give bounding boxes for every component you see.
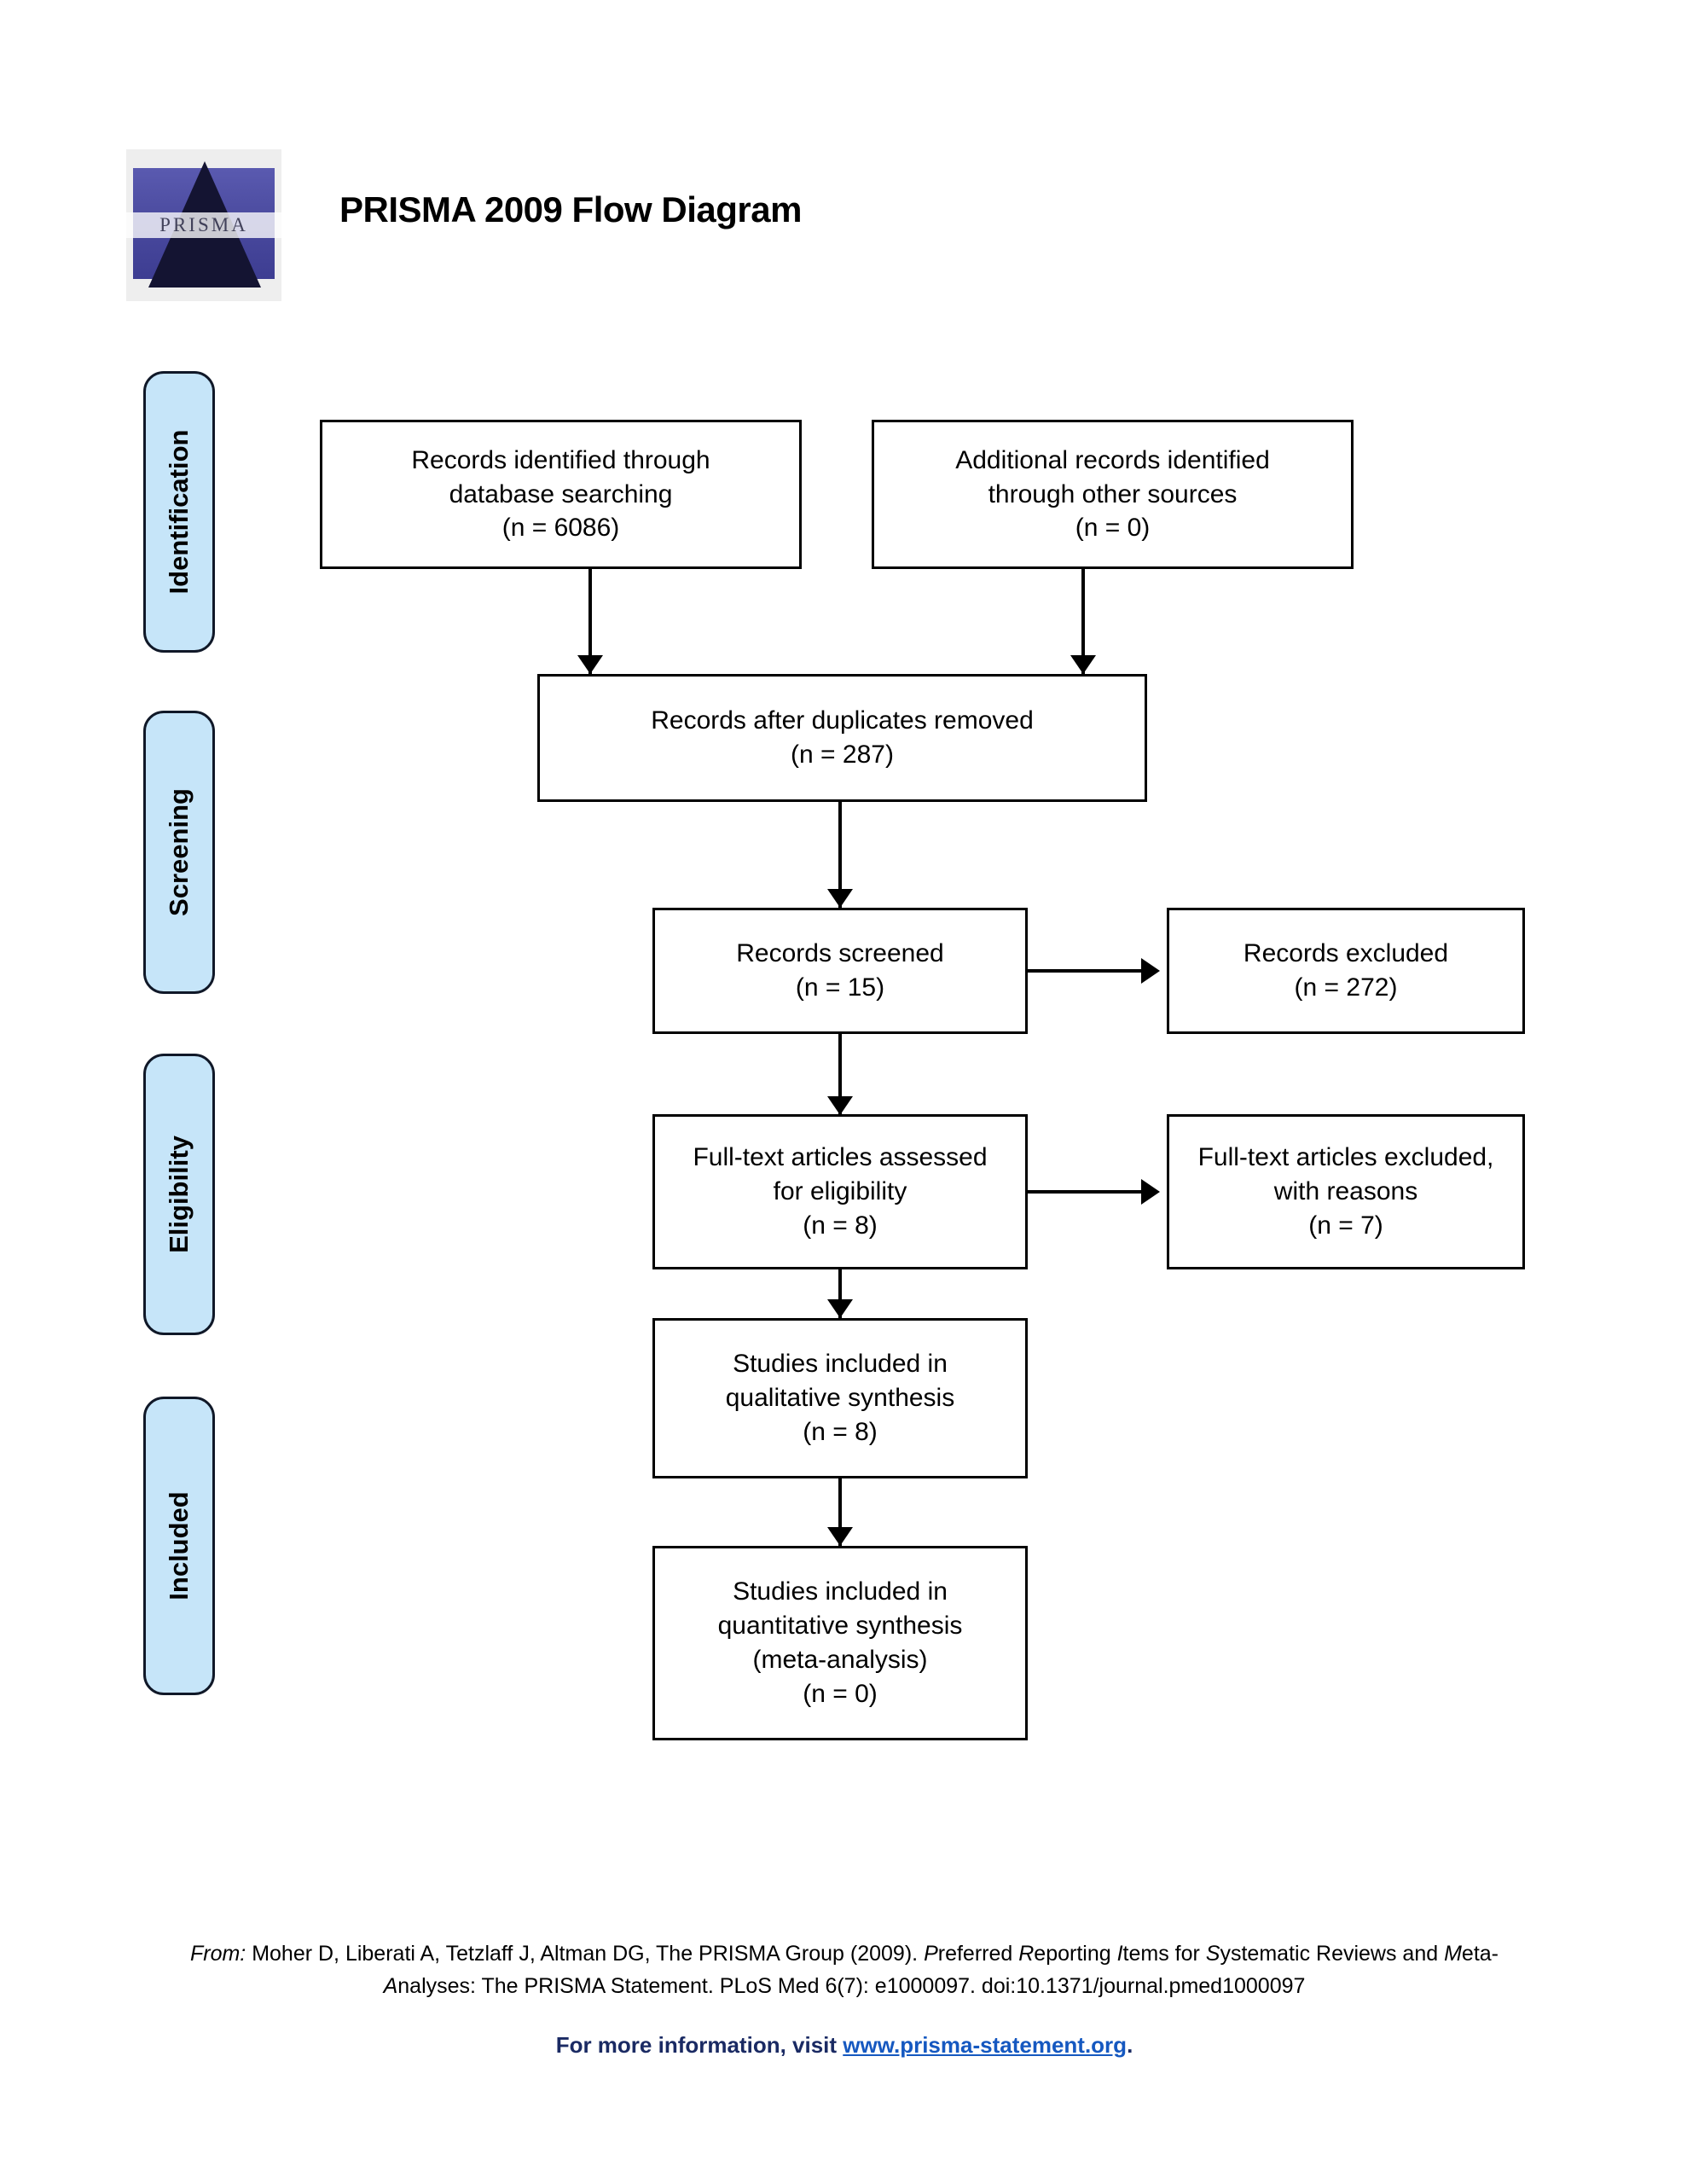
connector-duplicates-to-screened	[838, 802, 842, 909]
arrow-fulltext-to-excluded	[1141, 1179, 1160, 1205]
box-records-screened: Records screened (n = 15)	[652, 908, 1028, 1034]
box-additional-records-other-sources-text: Additional records identified through ot…	[945, 444, 1280, 546]
citation-italic-r: R	[1018, 1942, 1035, 1966]
citation-plain-1: referred	[937, 1942, 1019, 1966]
stage-pill-screening: Screening	[143, 711, 215, 994]
box-qualitative-synthesis-text: Studies included in qualitative synthesi…	[716, 1347, 965, 1449]
box-records-identified-database-text: Records identified through database sear…	[401, 444, 720, 546]
citation-authors: Moher D, Liberati A, Tetzlaff J, Altman …	[246, 1942, 925, 1966]
box-records-screened-text: Records screened (n = 15)	[726, 937, 954, 1005]
more-info-prefix: For more information, visit	[555, 2032, 844, 2058]
box-records-identified-database: Records identified through database sear…	[320, 420, 802, 569]
box-records-excluded-text: Records excluded (n = 272)	[1233, 937, 1458, 1005]
box-records-after-duplicates-removed-text: Records after duplicates removed (n = 28…	[641, 704, 1044, 772]
box-fulltext-excluded: Full-text articles excluded, with reason…	[1167, 1114, 1525, 1269]
box-line: (meta-analysis)	[752, 1646, 928, 1674]
prisma-logo: PRISMA	[126, 149, 281, 301]
box-line-count: (n = 0)	[1075, 514, 1151, 543]
arrow-screened-to-fulltext	[827, 1096, 853, 1115]
box-line: qualitative synthesis	[725, 1384, 955, 1413]
arrow-screened-to-excluded	[1141, 958, 1160, 984]
stage-pill-eligibility: Eligibility	[143, 1054, 215, 1335]
box-line: Records screened	[736, 939, 944, 968]
box-line-count: (n = 15)	[795, 973, 885, 1002]
citation-italic-s: S	[1205, 1942, 1220, 1966]
arrow-qualitative-to-quantitative	[827, 1527, 853, 1546]
citation-italic-a: A	[383, 1973, 398, 1998]
box-line-count: (n = 6086)	[501, 514, 620, 543]
box-line: Records excluded	[1243, 939, 1449, 968]
prisma-statement-link[interactable]: www.prisma-statement.org	[843, 2032, 1128, 2058]
box-qualitative-synthesis: Studies included in qualitative synthesi…	[652, 1318, 1028, 1478]
arrow-db-to-duplicates	[577, 655, 603, 674]
citation-italic-i: I	[1116, 1942, 1123, 1966]
citation-plain-5: eta-	[1461, 1942, 1499, 1966]
box-line-count: (n = 287)	[791, 741, 894, 769]
connector-other-to-duplicates	[1081, 569, 1085, 675]
box-line-count: (n = 272)	[1294, 973, 1398, 1002]
box-line: Records identified through	[411, 445, 710, 474]
box-line-count: (n = 0)	[803, 1679, 878, 1708]
box-line: Records after duplicates removed	[651, 706, 1034, 735]
more-info-suffix: .	[1127, 2032, 1133, 2058]
box-line: Additional records identified	[955, 445, 1270, 474]
box-line-count: (n = 8)	[803, 1417, 878, 1446]
connector-screened-to-fulltext	[838, 1034, 842, 1115]
connector-screened-to-excluded	[1028, 969, 1143, 973]
arrow-duplicates-to-screened	[827, 889, 853, 908]
box-quantitative-synthesis: Studies included in quantitative synthes…	[652, 1546, 1028, 1740]
box-fulltext-excluded-text: Full-text articles excluded, with reason…	[1188, 1141, 1504, 1243]
box-line: Studies included in	[733, 1577, 948, 1606]
connector-fulltext-to-qualitative	[838, 1269, 842, 1319]
box-line: Full-text articles excluded,	[1197, 1143, 1494, 1172]
box-line: Full-text articles assessed	[693, 1143, 988, 1172]
box-records-excluded: Records excluded (n = 272)	[1167, 908, 1525, 1034]
citation-plain-2: eporting	[1034, 1942, 1117, 1966]
logo-wordmark-text: PRISMA	[159, 214, 248, 235]
box-fulltext-assessed: Full-text articles assessed for eligibil…	[652, 1114, 1028, 1269]
box-line: database searching	[449, 479, 673, 508]
citation-text: From: Moher D, Liberati A, Tetzlaff J, A…	[145, 1938, 1544, 2002]
logo-wordmark: PRISMA	[126, 212, 281, 238]
stage-label-eligibility: Eligibility	[164, 1136, 194, 1253]
stage-label-screening: Screening	[164, 788, 194, 916]
box-line: through other sources	[988, 479, 1238, 508]
box-line-count: (n = 8)	[803, 1211, 878, 1240]
connector-db-to-duplicates	[588, 569, 592, 675]
arrow-other-to-duplicates	[1070, 655, 1096, 674]
stage-label-identification: Identification	[164, 429, 194, 595]
box-line: Studies included in	[733, 1350, 948, 1379]
arrow-fulltext-to-qualitative	[827, 1299, 853, 1318]
citation-plain-4: ystematic Reviews and	[1220, 1942, 1445, 1966]
citation-plain-3: tems for	[1122, 1942, 1206, 1966]
box-line: quantitative synthesis	[717, 1612, 963, 1641]
stage-pill-identification: Identification	[143, 371, 215, 653]
box-line: with reasons	[1273, 1177, 1418, 1206]
stage-label-included: Included	[164, 1491, 194, 1600]
connector-qualitative-to-quantitative	[838, 1478, 842, 1547]
box-fulltext-assessed-text: Full-text articles assessed for eligibil…	[682, 1141, 997, 1243]
box-line: for eligibility	[773, 1177, 907, 1206]
citation-plain-6: nalyses: The PRISMA Statement. PLoS Med …	[397, 1973, 1306, 1998]
box-line-count: (n = 7)	[1308, 1211, 1383, 1240]
citation-italic-m: M	[1444, 1942, 1462, 1966]
more-information-line: For more information, visit www.prisma-s…	[145, 2032, 1544, 2059]
box-records-after-duplicates-removed: Records after duplicates removed (n = 28…	[537, 674, 1147, 802]
box-quantitative-synthesis-text: Studies included in quantitative synthes…	[708, 1575, 973, 1711]
stage-pill-included: Included	[143, 1397, 215, 1695]
page-title: PRISMA 2009 Flow Diagram	[339, 189, 802, 229]
citation-from-label: From:	[189, 1942, 246, 1966]
connector-fulltext-to-excluded	[1028, 1190, 1143, 1194]
box-additional-records-other-sources: Additional records identified through ot…	[872, 420, 1354, 569]
citation-italic-p: P	[924, 1942, 938, 1966]
